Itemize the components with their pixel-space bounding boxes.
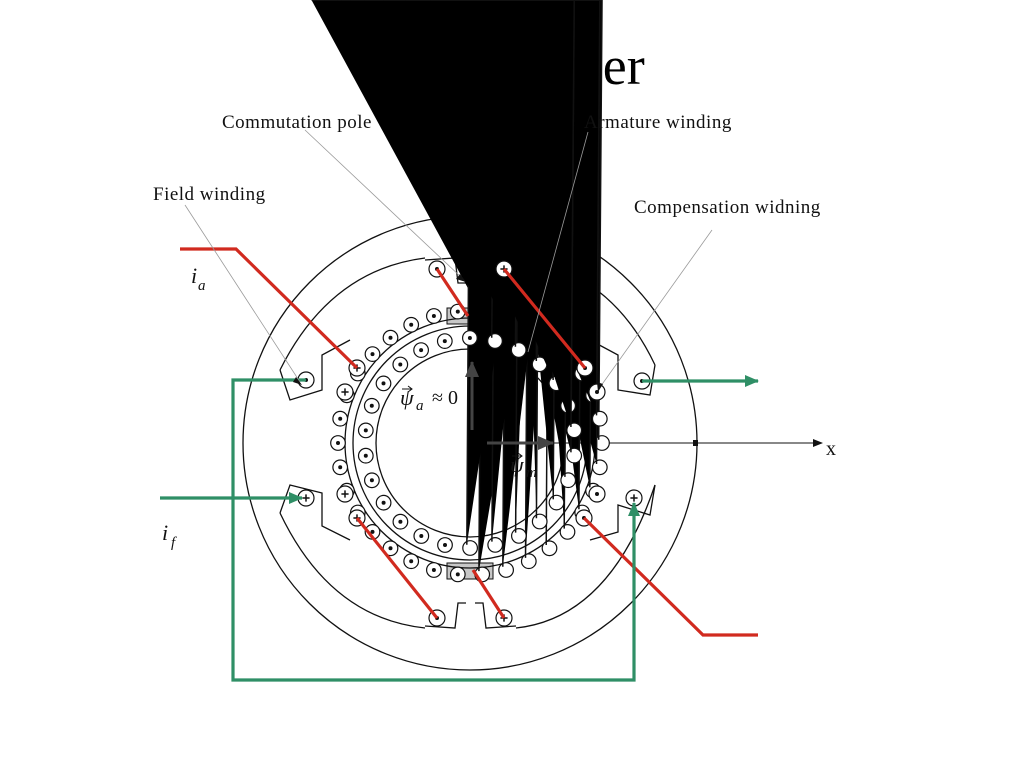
- stator-conductor: [588, 485, 606, 503]
- pole-arc-top: [279, 257, 426, 371]
- field-circuit: [160, 375, 759, 682]
- commutation-pole-leader-arrow: [456, 274, 466, 282]
- pole-arc-bottom-r: [515, 484, 656, 629]
- field-current-subscript: f: [171, 535, 177, 551]
- rotor-conductor: [364, 346, 381, 363]
- armature-wire-top-right: [502, 267, 587, 370]
- rotor-conductor: [449, 566, 466, 583]
- rotor-conductor: [462, 330, 478, 346]
- rotor-conductor: [392, 513, 409, 530]
- armature-flux-symbol: ψ: [400, 385, 414, 410]
- stator-conductor: [336, 485, 354, 503]
- field-flux-label: ψ m: [510, 452, 537, 481]
- armature-flux-subscript: a: [416, 398, 424, 414]
- field-flux-subscript: m: [526, 465, 537, 481]
- field-winding-leader: [184, 204, 301, 383]
- rotor-conductor: [375, 375, 392, 392]
- field-current-label: i f: [162, 520, 177, 551]
- rotor-conductor: [436, 333, 453, 350]
- commutation-pole-leader: [304, 129, 463, 279]
- field-pole-shoe-right-bottom: [589, 484, 656, 541]
- rotor-conductor: [413, 528, 430, 544]
- field-winding-leader-arrow: [293, 377, 302, 385]
- compensation-winding-label: Compensation widning: [634, 197, 821, 218]
- armature-winding-leader: [527, 131, 589, 353]
- rotor-conductor: [357, 447, 374, 464]
- armature-flux-vector-mark: [402, 385, 413, 393]
- armature-wire-bottom-right: [471, 569, 506, 619]
- x-axis-label: x: [826, 438, 836, 460]
- armature-wire-output: [582, 516, 758, 637]
- rotor-conductor: [426, 562, 442, 578]
- rotor-conductor: [332, 459, 349, 476]
- commutation-pole-label: Commutation pole: [222, 112, 372, 133]
- rotor-conductor: [430, 0, 583, 439]
- field-wire-loop: [231, 378, 640, 682]
- rotor-conductors: [311, 0, 610, 583]
- rotor-conductor: [330, 435, 346, 451]
- rotor-conductor: [403, 553, 420, 570]
- x-axis-tick: [693, 440, 698, 446]
- rotor-conductor: [403, 316, 420, 333]
- pole-arc-bottom: [279, 512, 426, 629]
- pole-piece-bottom-left: [424, 602, 466, 629]
- armature-wire-bottom-left: [355, 517, 439, 619]
- field-flux-vector-mark: [512, 452, 523, 460]
- rotor-conductor: [392, 356, 409, 373]
- pole-piece-bottom-right: [475, 602, 517, 629]
- field-pole-shoe-right: [589, 339, 656, 396]
- armature-winding-label: Armature winding: [584, 112, 732, 133]
- compensation-winding-leader-arrow: [597, 382, 603, 392]
- rotor-conductor: [413, 342, 430, 359]
- rotor-conductor: [375, 494, 392, 511]
- armature-current-label: i a: [191, 263, 206, 294]
- rotor-conductor: [332, 410, 349, 427]
- field-current-symbol: i: [162, 520, 168, 545]
- stator-conductor: [588, 383, 606, 401]
- rotor-conductor: [437, 537, 453, 553]
- field-flux-symbol: ψ: [510, 452, 524, 477]
- rotor-conductor: [363, 397, 380, 414]
- field-winding-label: Field winding: [153, 184, 266, 205]
- armature-flux-relation: ≈ 0: [432, 387, 458, 409]
- compensation-winding-leader: [597, 229, 713, 391]
- armature-wire-top-left: [435, 268, 470, 317]
- armature-wire-input: [180, 247, 359, 370]
- rotor-conductor: [426, 308, 442, 324]
- armature-current-symbol: i: [191, 263, 197, 288]
- armature-circuit: [180, 247, 758, 637]
- rotor-conductor: [364, 472, 380, 489]
- rotor-conductor: [357, 422, 374, 439]
- stator-conductor: [336, 383, 354, 401]
- armature-flux-label: ψ a ≈ 0: [400, 385, 458, 414]
- rotor-conductor: [382, 329, 399, 346]
- armature-current-subscript: a: [198, 278, 206, 294]
- field-pole-shoe-left-bottom: [279, 484, 351, 541]
- field-pole-shoe-left: [279, 339, 351, 401]
- pole-piece-top-left: [424, 257, 466, 284]
